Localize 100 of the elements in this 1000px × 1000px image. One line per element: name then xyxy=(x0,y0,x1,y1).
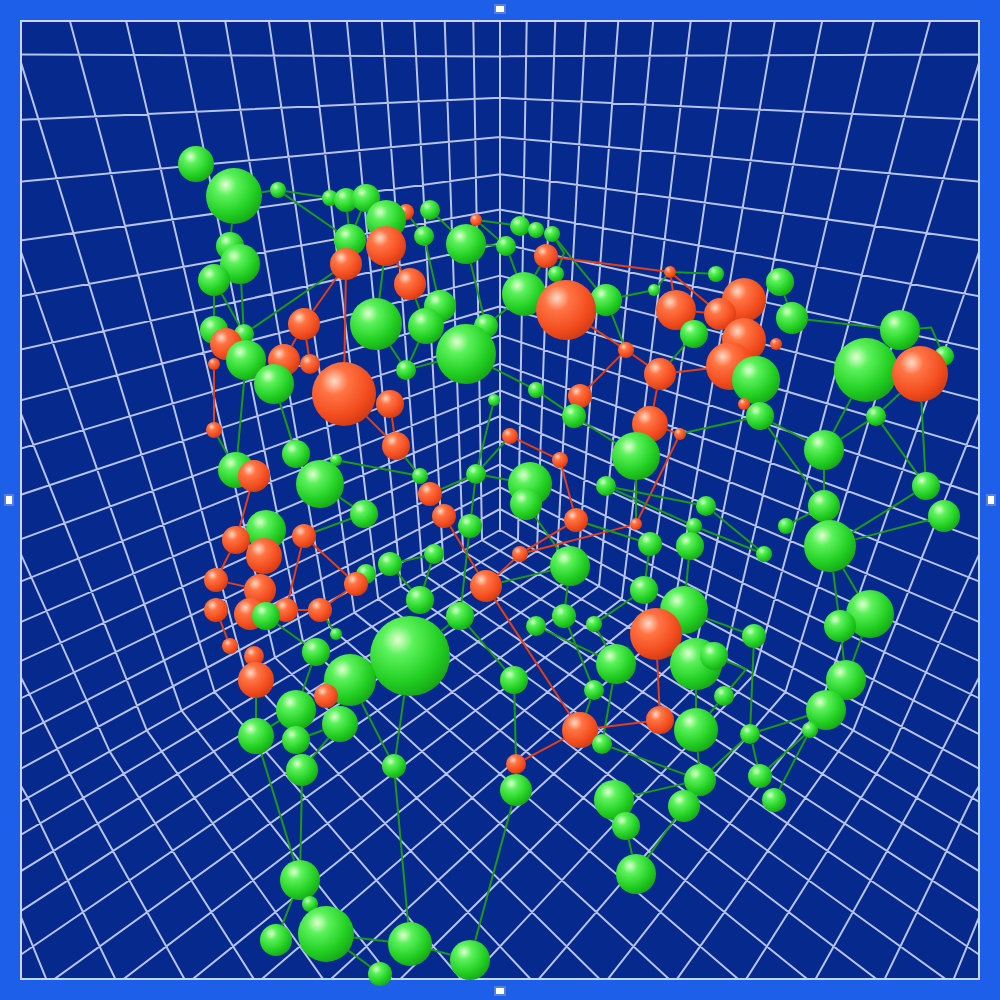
connector-line xyxy=(712,511,759,550)
connector-line xyxy=(674,367,708,374)
connector-line xyxy=(840,641,845,662)
connector-line xyxy=(700,528,758,552)
connector-line xyxy=(851,635,863,663)
connector-line xyxy=(226,581,246,588)
connector-line xyxy=(311,736,330,759)
connector-line xyxy=(360,702,390,757)
connector-line xyxy=(255,697,257,719)
connector-line xyxy=(430,948,452,956)
connector-line xyxy=(919,326,941,348)
connector-line xyxy=(631,353,648,366)
connector-line xyxy=(599,596,634,621)
connector-line xyxy=(491,366,530,388)
connector-line xyxy=(469,262,485,316)
connector-line xyxy=(627,838,633,856)
connector-line xyxy=(564,584,569,605)
connector-line xyxy=(314,517,352,533)
connector-line xyxy=(328,590,348,604)
connector-line xyxy=(230,223,233,233)
connector-line xyxy=(508,254,518,275)
connector-line xyxy=(484,474,510,481)
connector-line xyxy=(312,276,338,312)
connector-line xyxy=(311,543,349,577)
connector-line xyxy=(220,551,231,571)
connector-line xyxy=(807,318,882,329)
connector-line xyxy=(602,682,614,736)
connector-line xyxy=(423,562,432,588)
connector-line xyxy=(758,715,808,732)
connector-line xyxy=(525,525,567,551)
connector-line xyxy=(596,630,608,648)
connector-line xyxy=(544,629,599,657)
connector-line xyxy=(396,572,412,591)
connector-line xyxy=(709,702,719,714)
connector-line xyxy=(477,404,494,466)
connector-line xyxy=(614,489,688,524)
connector-line xyxy=(240,283,245,325)
connector-line xyxy=(301,664,313,692)
connector-line xyxy=(666,428,676,434)
connector-line xyxy=(534,265,541,276)
connector-line xyxy=(920,401,927,473)
connector-line xyxy=(644,554,650,578)
connector-line xyxy=(449,525,479,574)
connector-line xyxy=(632,782,686,797)
connector-line xyxy=(343,279,347,363)
connector-line xyxy=(611,313,624,344)
connector-line xyxy=(751,742,759,766)
connector-line xyxy=(470,483,476,515)
connector-line xyxy=(880,423,919,476)
connector-line xyxy=(425,244,438,292)
connector-line xyxy=(220,293,241,327)
connector-line xyxy=(440,477,468,491)
connector-line xyxy=(347,949,372,968)
connector-line xyxy=(260,190,271,194)
connector-line xyxy=(481,441,506,468)
connector-line xyxy=(767,426,816,494)
connector-line xyxy=(561,466,574,510)
connector-line xyxy=(620,290,650,298)
connector-line xyxy=(792,512,811,524)
connector-line xyxy=(695,310,705,314)
connector-line xyxy=(586,522,640,542)
connector-line xyxy=(378,264,385,300)
connector-line xyxy=(260,752,296,862)
connector-line xyxy=(494,307,509,320)
connector-line xyxy=(216,436,229,456)
connector-line xyxy=(516,438,554,458)
connector-line xyxy=(851,492,916,534)
connector-line xyxy=(767,734,806,769)
connector-line xyxy=(281,897,294,927)
connector-line xyxy=(436,215,453,232)
connector-line xyxy=(238,490,251,528)
connector-line xyxy=(567,626,592,682)
connector-line xyxy=(684,418,748,434)
connector-line xyxy=(285,190,323,198)
connector-line xyxy=(534,516,560,551)
connector-line xyxy=(596,720,648,729)
connector-line xyxy=(391,416,395,434)
connector-line xyxy=(354,210,362,226)
connector-line xyxy=(279,402,293,442)
connector-line xyxy=(555,239,566,268)
connector-line xyxy=(635,479,637,519)
connector-line xyxy=(526,524,632,553)
connector-line xyxy=(493,598,572,716)
connector-line xyxy=(365,415,388,438)
connector-line xyxy=(219,620,229,640)
connector-line xyxy=(236,379,246,453)
connector-line xyxy=(414,298,421,311)
connector-line xyxy=(523,737,566,761)
connector-line xyxy=(669,343,686,363)
connector-line xyxy=(389,344,402,363)
connector-line xyxy=(283,193,338,232)
connector-line xyxy=(468,625,506,671)
connector-line xyxy=(346,211,350,225)
connector-line xyxy=(496,558,516,576)
connector-line xyxy=(695,689,697,709)
connector-line xyxy=(400,555,426,563)
connector-line xyxy=(541,393,565,411)
connector-line xyxy=(414,360,438,369)
connector-line xyxy=(778,736,808,791)
connector-line xyxy=(673,274,709,305)
